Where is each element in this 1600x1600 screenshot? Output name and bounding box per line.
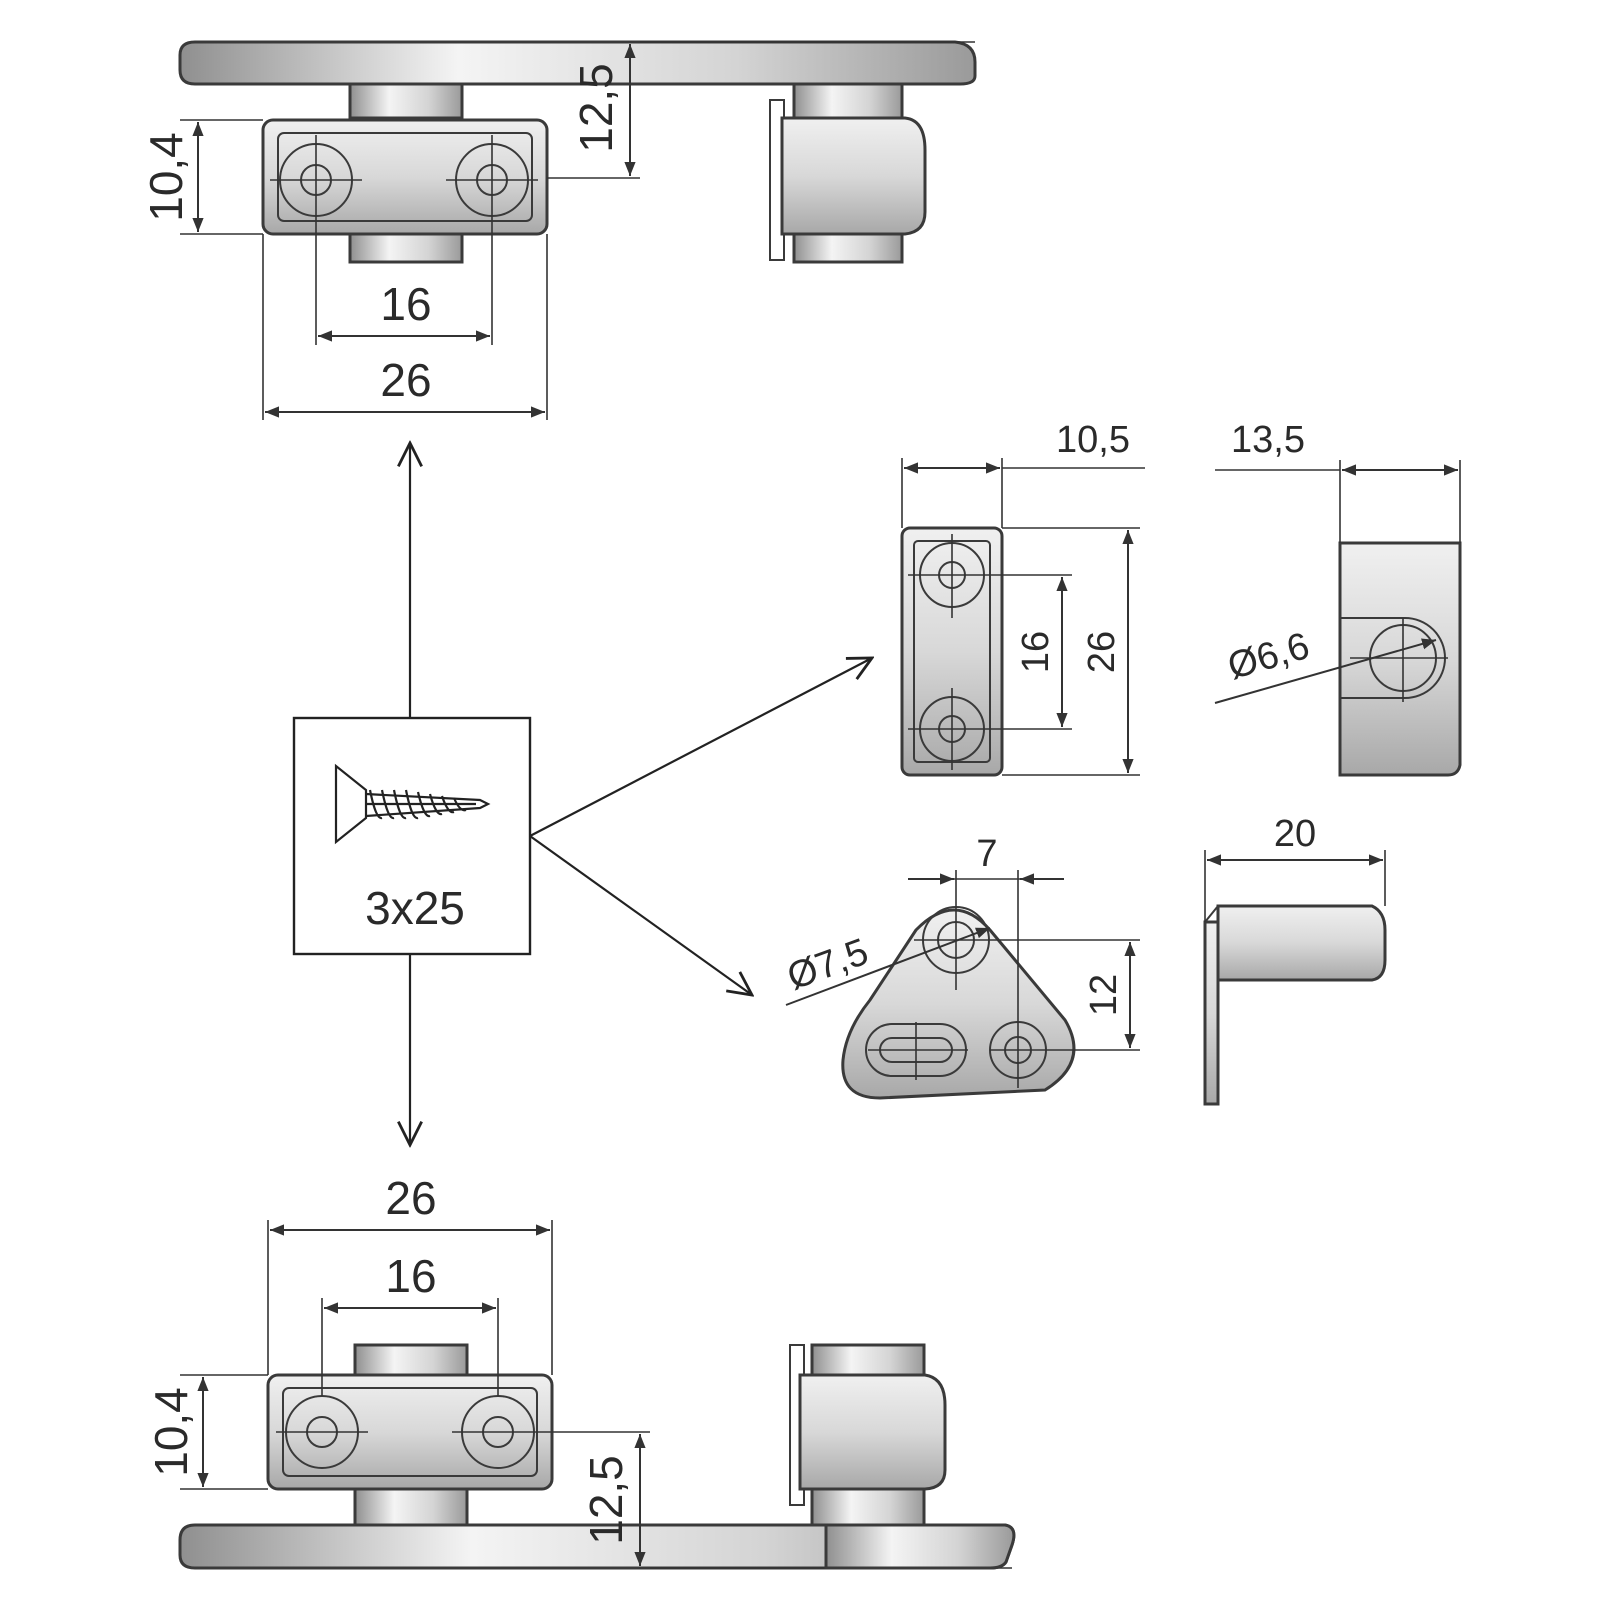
- screw-box-frame: [292, 716, 532, 956]
- screw-box: 3x25: [292, 716, 532, 956]
- top-view-dim-width: 26: [380, 354, 431, 406]
- bottom-view-upper-neck: [353, 1343, 469, 1377]
- plate-dim-holes: 16: [1015, 631, 1057, 673]
- right-upper-block-view: 13,5 Ø6,6: [1214, 419, 1462, 777]
- pin-shaft: [1216, 904, 1387, 982]
- arrow-lower-right: [529, 835, 752, 995]
- plate-outer: [900, 526, 1004, 777]
- bottom-view-dim-side: 12,5: [580, 1455, 632, 1545]
- plate-dim-length: 26: [1081, 631, 1123, 673]
- bottom-view-lower-neck: [353, 1487, 469, 1527]
- top-view-dim-holes: 16: [380, 278, 431, 330]
- bottom-side-view-lever-end: [824, 1523, 1016, 1570]
- triangle-plate: [841, 908, 1076, 1100]
- plate-dim-top: 10,5: [1056, 419, 1130, 461]
- top-view-dim-height: 10,4: [140, 132, 192, 222]
- pin-dim-length: 20: [1274, 813, 1316, 855]
- block-dim-top: 13,5: [1231, 419, 1305, 461]
- triangle-dim-offset: 7: [976, 833, 997, 875]
- top-view: 16 26 10,4 12,5: [140, 40, 977, 420]
- bottom-side-view: [789, 1343, 1016, 1570]
- block-body: [1338, 541, 1462, 777]
- top-side-view-foot: [792, 232, 904, 264]
- arrow-upper-right: [529, 658, 872, 837]
- top-view-neck: [348, 82, 464, 120]
- top-side-view-body: [780, 116, 927, 236]
- top-view-lever: [178, 40, 977, 86]
- bottom-side-view-cap: [810, 1343, 926, 1377]
- top-view-plate: [277, 132, 533, 222]
- screw-box-label: 3x25: [365, 882, 465, 934]
- bottom-view-dim-height: 10,4: [145, 1387, 197, 1477]
- bottom-side-view-foot: [810, 1487, 926, 1527]
- top-view-body: [261, 118, 549, 236]
- bottom-side-view-body: [798, 1373, 947, 1491]
- top-view-lower-neck: [348, 232, 464, 264]
- right-lower-pin-view: 20: [1203, 813, 1387, 1106]
- pointer-arrows: [410, 443, 872, 1145]
- bottom-view-dim-holes: 16: [385, 1250, 436, 1302]
- pin-bracket: [1203, 920, 1220, 1106]
- top-view-dim-side: 12,5: [570, 63, 622, 153]
- right-lower-plate-view: 7 Ø7,5 12: [782, 833, 1140, 1100]
- top-side-view-cap: [792, 82, 904, 122]
- triangle-dim-height: 12: [1083, 974, 1125, 1016]
- screw-icon: [334, 763, 491, 845]
- top-side-view: [769, 82, 927, 264]
- bottom-view-dim-width: 26: [385, 1172, 436, 1224]
- right-upper-plate-view: 10,5 16 26: [900, 419, 1145, 777]
